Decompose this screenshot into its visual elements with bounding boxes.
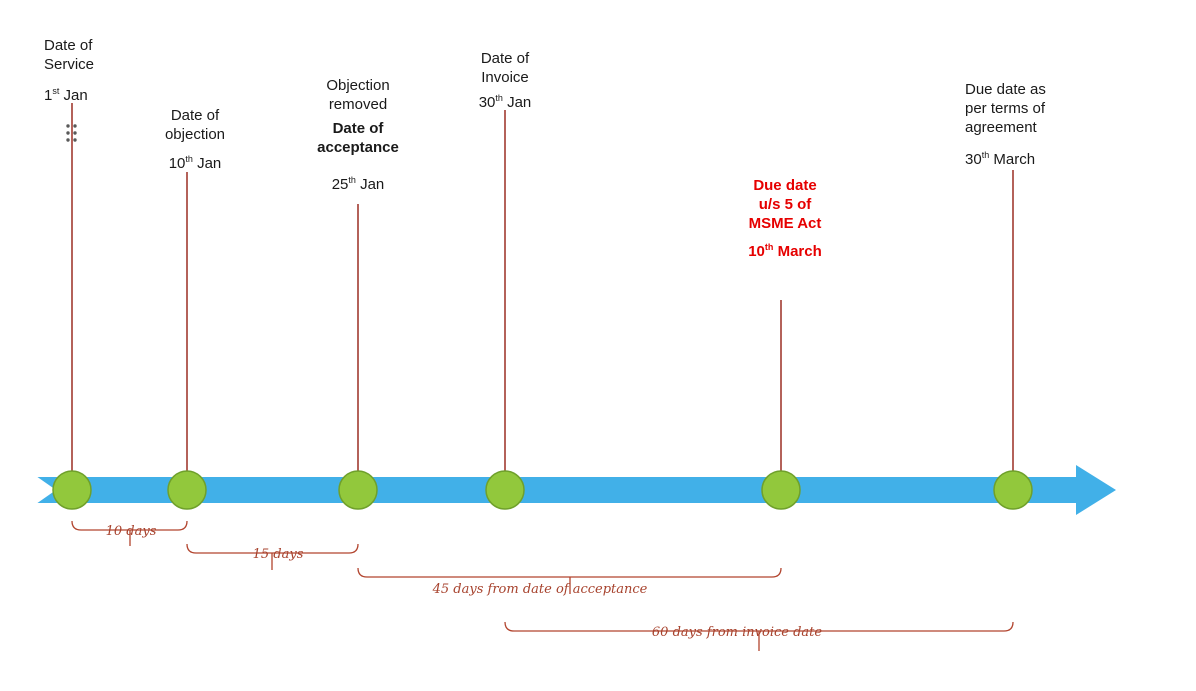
title-line: Due date as — [965, 81, 1046, 98]
milestone-dot-msme-due — [761, 470, 801, 510]
title-line: removed — [328, 96, 388, 113]
milestone-title-invoice: Date of Invoice — [455, 49, 555, 87]
milestone-title-agreement: Due date as per terms of agreement — [965, 80, 1085, 137]
milestone-connector-lines — [71, 103, 1014, 471]
milestone-dot-service — [52, 470, 92, 510]
title-line: u/s 5 of — [758, 196, 812, 213]
title-line: Date of — [480, 50, 530, 67]
milestone-date-objection: 10th Jan — [168, 154, 222, 172]
milestone-dot-acceptance — [338, 470, 378, 510]
milestone-dots — [52, 470, 1033, 510]
duration-brackets — [71, 520, 1014, 651]
timeline-arrow — [36, 465, 1116, 515]
title-line: Service — [44, 56, 95, 73]
milestone-date-service: 1st Jan — [44, 86, 88, 104]
title-line: objection — [164, 126, 226, 143]
arrow-tail-notch-icon — [36, 476, 56, 504]
milestone-title-objection: Date of objection — [145, 106, 245, 144]
milestone-subtitle-acceptance: Date of acceptance — [308, 119, 408, 157]
arrow-shaft — [36, 477, 1077, 503]
title-line: Date of — [170, 107, 220, 124]
title-line: agreement — [965, 119, 1037, 136]
milestone-date-acceptance: 25th Jan — [331, 175, 385, 193]
duration-label-10-days: 10 days — [105, 524, 157, 539]
title-line: per terms of — [965, 100, 1046, 117]
duration-label-60-days: 60 days from invoice date — [651, 625, 823, 640]
bracket-15-days — [186, 543, 359, 570]
bracket-60-days — [504, 621, 1014, 651]
title-line: Objection — [326, 77, 390, 94]
milestone-dot-agreement — [993, 470, 1033, 510]
duration-label-15-days: 15 days — [252, 547, 304, 562]
milestone-date-agreement: 30th March — [965, 150, 1036, 168]
bracket-10-days — [71, 520, 188, 546]
arrow-head-icon — [1076, 465, 1116, 515]
title-line: MSME Act — [748, 215, 822, 232]
milestone-date-invoice: 30th Jan — [478, 93, 532, 111]
milestone-title-service: Date of Service — [44, 36, 164, 74]
subtitle-line: acceptance — [317, 139, 399, 156]
duration-label-45-days: 45 days from date of acceptance — [432, 582, 648, 597]
subtitle-line: Date of — [332, 120, 384, 137]
title-line: Invoice — [481, 69, 529, 86]
milestone-title-msme-due: Due date u/s 5 of MSME Act — [725, 176, 845, 233]
title-line: Due date — [753, 177, 817, 194]
title-line: Date of — [44, 37, 93, 54]
milestone-dot-invoice — [485, 470, 525, 510]
bracket-45-days — [357, 567, 782, 594]
grip-dots-icon — [66, 124, 77, 142]
milestone-date-msme-due: 10th March — [748, 242, 822, 260]
milestone-dot-objection — [167, 470, 207, 510]
milestone-title-acceptance: Objection removed — [308, 76, 408, 114]
